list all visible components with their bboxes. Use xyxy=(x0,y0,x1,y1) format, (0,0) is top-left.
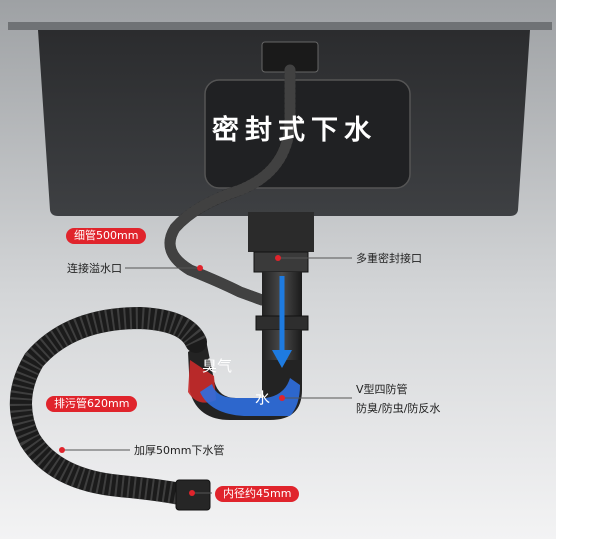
overflow-label: 连接溢水口 xyxy=(67,262,122,275)
water-label: 水 xyxy=(255,389,271,407)
odor-label: 臭气 xyxy=(202,357,233,375)
water-zone xyxy=(200,378,300,416)
callout-dots xyxy=(59,255,285,496)
thin-pipe-badge: 细管500mm xyxy=(66,228,147,244)
callout-leaders xyxy=(62,257,352,494)
inner-diameter-badge: 内径约45mm xyxy=(215,486,300,502)
v-trap-label: V型四防管 xyxy=(356,383,408,396)
thick-pipe-label: 加厚50mm下水管 xyxy=(134,444,225,457)
seal-nut xyxy=(253,251,309,273)
seal-label: 多重密封接口 xyxy=(356,252,422,265)
drain-pipe-badge: 排污管620mm xyxy=(46,396,138,412)
overflow-cover xyxy=(204,79,411,189)
water-flow-arrow-icon xyxy=(272,350,292,368)
v-trap-features-label: 防臭/防虫/防反水 xyxy=(356,402,441,415)
title-sealed-drain: 密封式下水 xyxy=(212,115,377,146)
drain-neck xyxy=(248,212,314,252)
